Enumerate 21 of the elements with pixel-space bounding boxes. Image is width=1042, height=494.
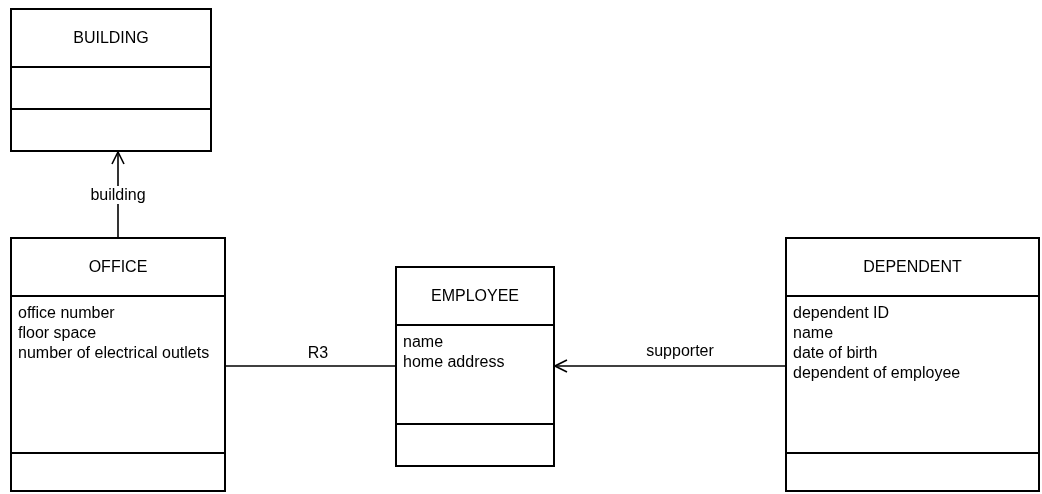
class-name: EMPLOYEE [431,287,519,305]
attribute: name [793,323,834,343]
attribute: name [403,332,444,352]
attribute: floor space [18,323,97,343]
arrow [554,359,786,373]
attribute: office number [18,303,115,323]
class-box [785,237,1040,492]
attribute: date of birth [793,343,878,363]
class-name: DEPENDENT [863,258,962,276]
class-box [395,266,555,467]
class-name: BUILDING [73,29,149,47]
attribute: dependent of employee [793,363,961,383]
edge-label: building [88,186,148,204]
attribute: number of electrical outlets [18,343,210,363]
class-name: OFFICE [88,258,148,276]
attribute: dependent ID [793,303,890,323]
connector-line [225,365,396,367]
edge-label: supporter [644,342,716,360]
class-box [10,8,212,152]
attribute: home address [403,352,505,372]
class-box [10,237,226,492]
